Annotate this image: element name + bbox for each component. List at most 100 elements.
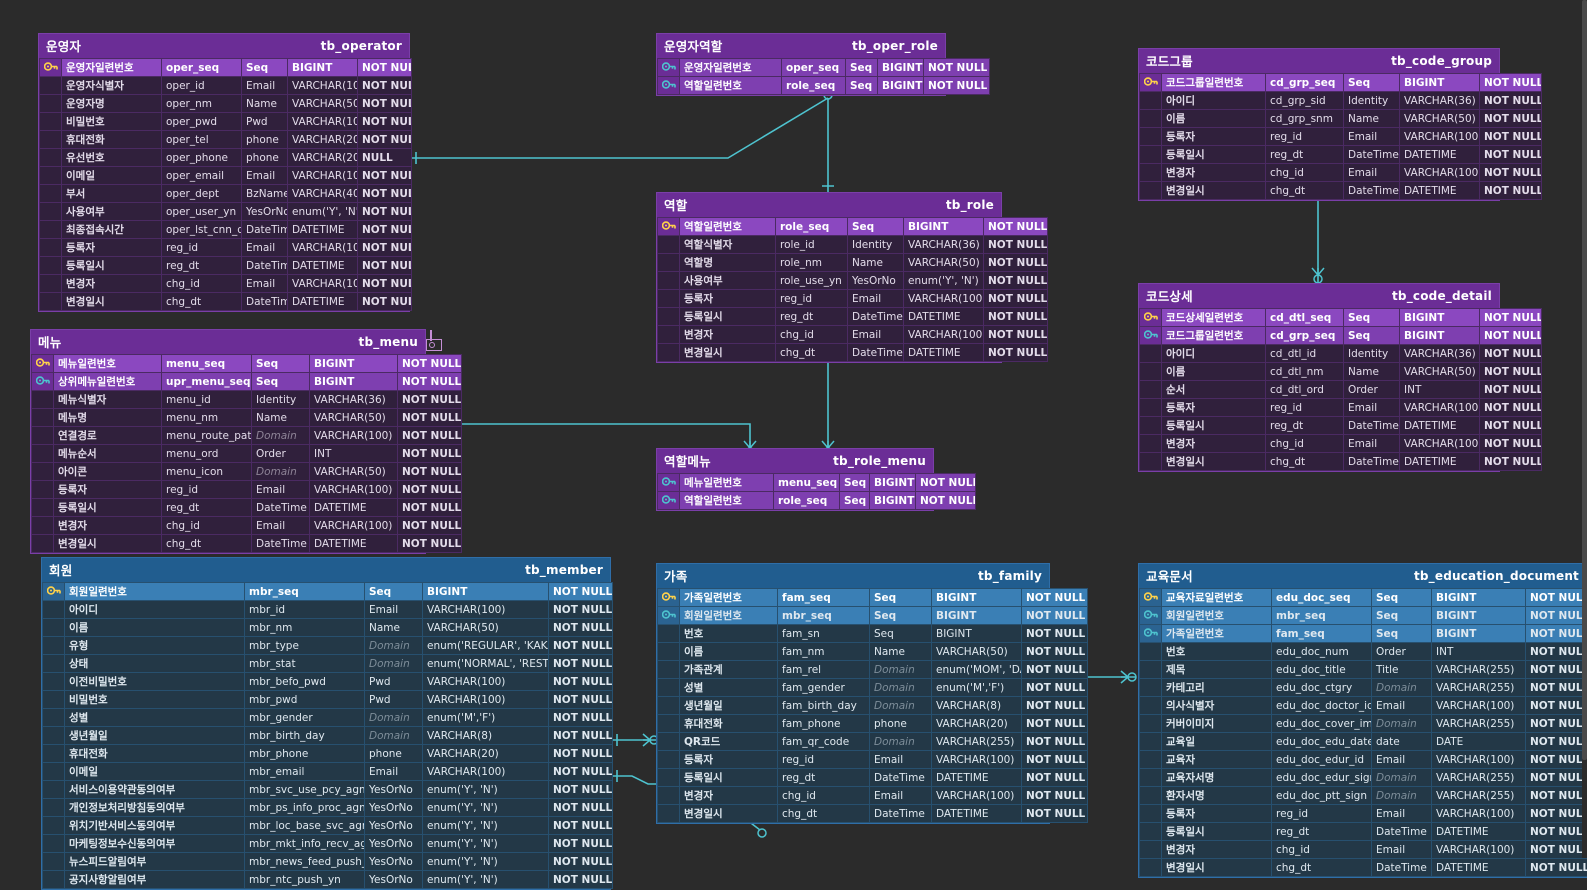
vertical-scrollbar[interactable] — [1582, 0, 1587, 858]
scrollbar-thumb[interactable] — [1582, 0, 1587, 760]
column-row[interactable]: 최종접속시간oper_lst_cnn_dtDateTimeDATETIMENOT… — [40, 221, 412, 239]
selection-handle[interactable] — [424, 330, 446, 354]
column-row[interactable]: 뉴스피드알림여부mbr_news_feed_push_ynYesOrNoenum… — [43, 853, 613, 871]
column-row[interactable]: 위치기반서비스동의여부mbr_loc_base_svc_agmt_ynYesOr… — [43, 817, 613, 835]
column-row[interactable]: 개인정보처리방침동의여부mbr_ps_info_proc_agmt_ynYesO… — [43, 799, 613, 817]
column-row[interactable]: 서비스이용약관동의여부mbr_svc_use_pcy_agmt_ynYesOrN… — [43, 781, 613, 799]
column-row[interactable]: 마케팅정보수신동의여부mbr_mkt_info_recv_agmt_ynYesO… — [43, 835, 613, 853]
